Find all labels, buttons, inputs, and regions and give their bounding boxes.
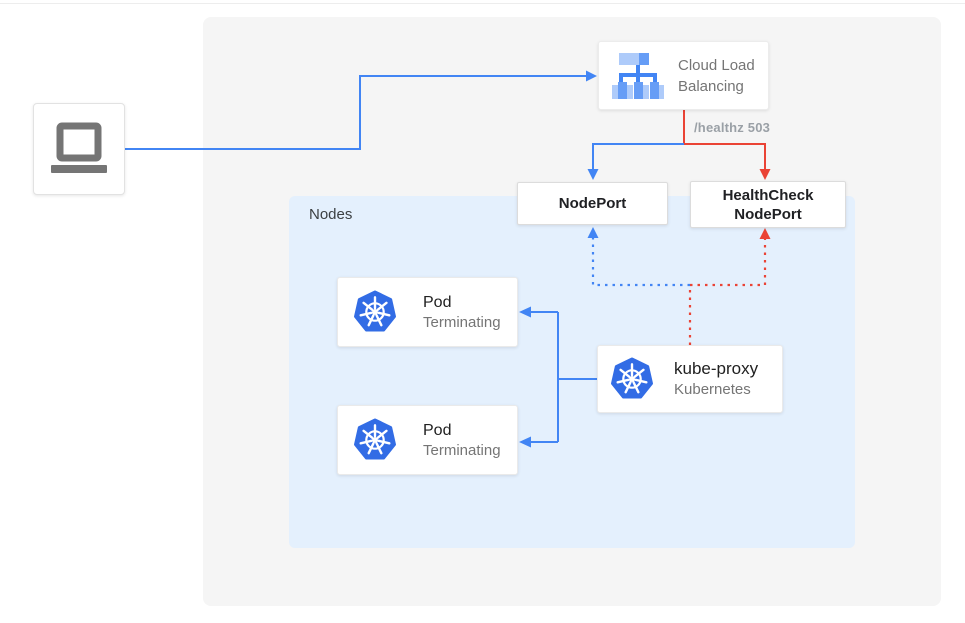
healthcheck-label-line2: NodePort bbox=[734, 205, 802, 223]
healthcheck-nodeport-node: HealthCheck NodePort bbox=[690, 181, 846, 228]
client-node bbox=[33, 103, 125, 195]
nodes-panel-label: Nodes bbox=[309, 206, 353, 223]
kube-proxy-subtitle: Kubernetes bbox=[674, 381, 751, 398]
pod-1-status: Terminating bbox=[423, 313, 501, 331]
pod-node-1: Pod Terminating bbox=[337, 277, 518, 347]
pod-1-text: Pod Terminating bbox=[423, 292, 501, 333]
clb-label-line1: Cloud Load bbox=[678, 56, 755, 74]
kube-proxy-title: kube-proxy bbox=[674, 359, 759, 378]
pod-2-title: Pod bbox=[423, 421, 452, 439]
laptop-icon bbox=[51, 122, 107, 173]
kubernetes-wheel-icon bbox=[354, 290, 396, 332]
pod-node-2: Pod Terminating bbox=[337, 405, 518, 475]
kube-proxy-text: kube-proxy Kubernetes bbox=[674, 358, 758, 400]
cloud-load-balancing-label: Cloud Load Balancing bbox=[678, 55, 755, 97]
top-divider bbox=[0, 3, 965, 4]
healthz-status-label: /healthz 503 bbox=[694, 120, 771, 135]
cloud-load-balancing-node: Cloud Load Balancing bbox=[598, 41, 769, 110]
nodeport-node: NodePort bbox=[517, 182, 668, 225]
kubernetes-wheel-icon bbox=[354, 418, 396, 460]
cloud-load-balancing-icon bbox=[612, 52, 664, 99]
pod-2-text: Pod Terminating bbox=[423, 420, 501, 461]
nodeport-label: NodePort bbox=[558, 195, 627, 212]
clb-label-line2: Balancing bbox=[678, 77, 744, 95]
healthcheck-label-line1: HealthCheck bbox=[722, 186, 814, 204]
kubernetes-wheel-icon bbox=[611, 357, 653, 399]
pod-2-status: Terminating bbox=[423, 441, 501, 459]
kube-proxy-node: kube-proxy Kubernetes bbox=[597, 345, 783, 413]
pod-1-title: Pod bbox=[423, 293, 452, 311]
